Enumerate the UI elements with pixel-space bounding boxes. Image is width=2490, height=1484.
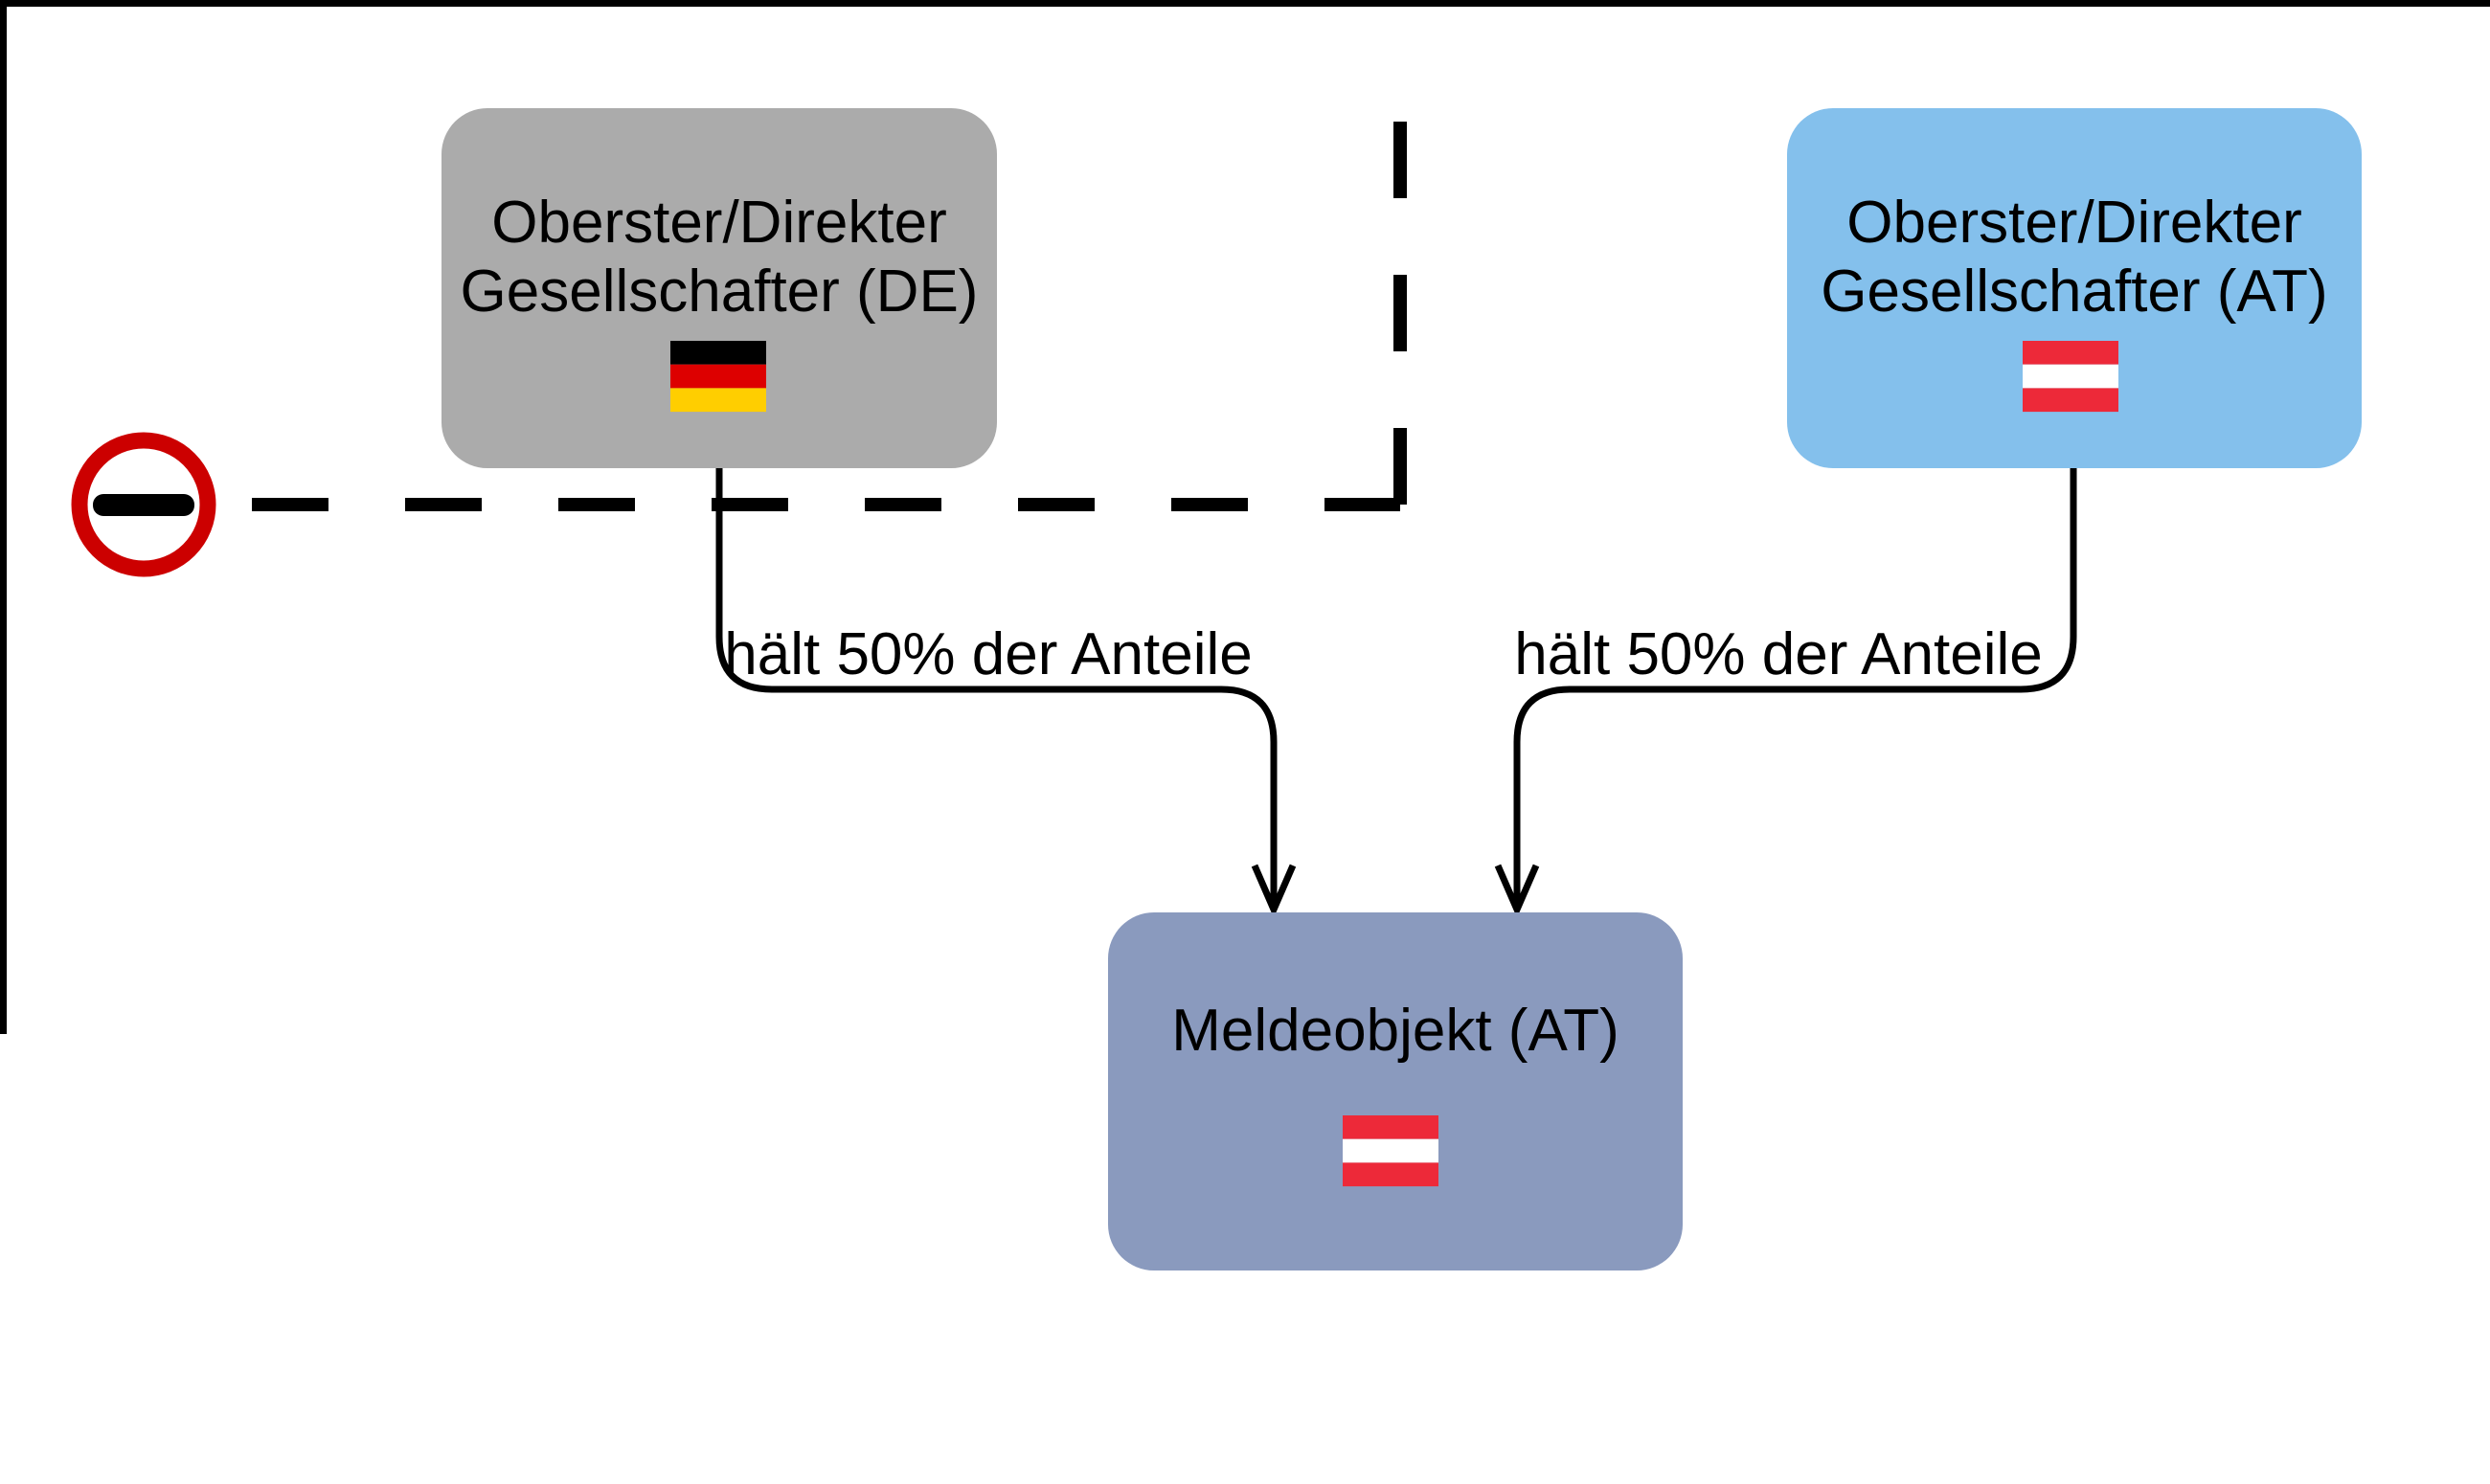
- node-meldeobjekt-label: Meldeobjekt (AT): [1171, 998, 1618, 1064]
- node-shareholder-de-box: [441, 108, 997, 468]
- node-meldeobjekt: Meldeobjekt (AT): [1108, 912, 1683, 1270]
- germany-flag-red-stripe: [670, 364, 766, 389]
- austria-flag-icon: [1343, 1115, 1438, 1187]
- edge-at-line: [1513, 468, 2077, 904]
- austria-flag-white-stripe: [2023, 364, 2118, 389]
- frame-border-top: [0, 0, 2490, 7]
- node-shareholder-at: Oberster/Direkter Gesellschafter (AT): [1787, 108, 2362, 468]
- node-shareholder-at-box: [1787, 108, 2362, 468]
- germany-flag-icon: [670, 341, 766, 413]
- edge-at-label: hält 50% der Anteile: [1514, 621, 2043, 687]
- no-entry-bar: [93, 494, 194, 516]
- austria-flag-red-stripe-top: [2023, 341, 2118, 365]
- edge-de-label: hält 50% der Anteile: [724, 621, 1253, 687]
- edge-at-to-meldeobjekt: hält 50% der Anteile: [1494, 468, 2077, 918]
- node-shareholder-de-line1: Oberster/Direkter: [491, 190, 946, 256]
- austria-flag-icon: [2023, 341, 2118, 413]
- frame-border: [0, 0, 2490, 1034]
- node-shareholder-at-line2: Gesellschafter (AT): [1821, 259, 2327, 325]
- node-shareholder-de: Oberster/Direkter Gesellschafter (DE): [441, 108, 997, 468]
- node-meldeobjekt-box: [1108, 912, 1683, 1270]
- austria-flag-red-stripe-bottom: [1343, 1162, 1438, 1187]
- austria-flag-red-stripe-top: [1343, 1115, 1438, 1139]
- arrowhead-at-icon: [1494, 864, 1540, 918]
- edge-de-line: [715, 468, 1278, 904]
- austria-flag-red-stripe-bottom: [2023, 388, 2118, 413]
- node-shareholder-de-line2: Gesellschafter (DE): [461, 259, 979, 325]
- edge-de-to-meldeobjekt: hält 50% der Anteile: [715, 468, 1297, 918]
- node-shareholder-at-line1: Oberster/Direkter: [1846, 190, 2301, 256]
- arrowhead-de-icon: [1251, 864, 1297, 918]
- excluded-branch-dashed-line: [252, 122, 1407, 511]
- frame-border-left: [0, 0, 7, 1034]
- no-entry-icon: [71, 432, 216, 577]
- austria-flag-white-stripe: [1343, 1138, 1438, 1163]
- germany-flag-gold-stripe: [670, 388, 766, 413]
- germany-flag-black-stripe: [670, 341, 766, 365]
